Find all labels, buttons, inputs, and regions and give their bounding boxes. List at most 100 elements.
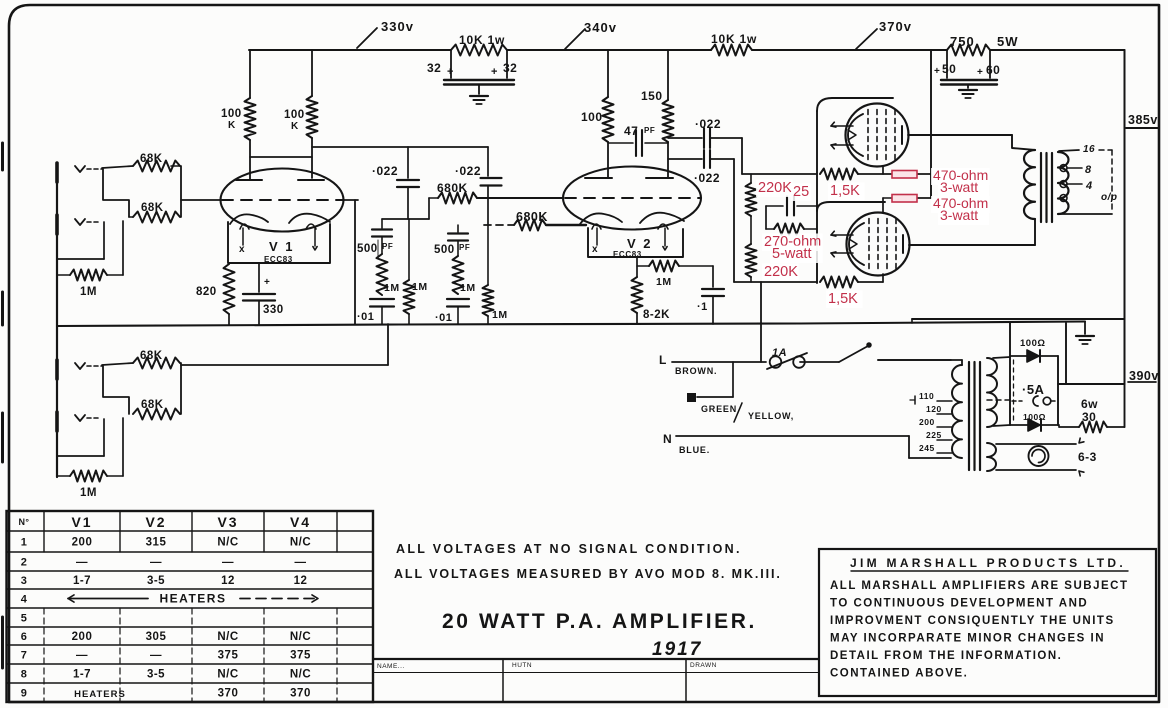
svg-text:V1: V1 bbox=[71, 514, 92, 530]
svg-text:N/C: N/C bbox=[217, 537, 238, 549]
svg-text:ALL VOLTAGES AT NO SIGNAL COND: ALL VOLTAGES AT NO SIGNAL CONDITION. bbox=[396, 542, 742, 556]
svg-text:1-7: 1-7 bbox=[73, 575, 91, 587]
svg-text:V 1: V 1 bbox=[269, 239, 295, 254]
svg-text:K: K bbox=[228, 120, 236, 131]
svg-text:N: N bbox=[663, 432, 672, 446]
svg-text:IMPROVMENT CONSIQUENTLY THE UN: IMPROVMENT CONSIQUENTLY THE UNITS bbox=[830, 615, 1115, 627]
svg-text:L: L bbox=[659, 353, 667, 367]
svg-text:5: 5 bbox=[21, 613, 28, 625]
svg-text:MAY INCORPARATE MINOR CHANGES: MAY INCORPARATE MINOR CHANGES IN bbox=[830, 633, 1105, 645]
svg-text:375: 375 bbox=[290, 650, 311, 662]
svg-text:1,5K: 1,5K bbox=[830, 183, 860, 199]
svg-text:1-7: 1-7 bbox=[73, 669, 91, 681]
svg-text:20 WATT P.A. AMPLIFIER.: 20 WATT P.A. AMPLIFIER. bbox=[442, 610, 757, 633]
svg-text:8: 8 bbox=[21, 669, 28, 681]
svg-text:60: 60 bbox=[986, 63, 1000, 77]
svg-text:—: — bbox=[222, 557, 234, 569]
svg-text:JIM MARSHALL PRODUCTS LTD.: JIM MARSHALL PRODUCTS LTD. bbox=[850, 556, 1126, 570]
svg-text:32: 32 bbox=[427, 61, 441, 75]
svg-text:500: 500 bbox=[357, 243, 378, 255]
svg-text:BROWN.: BROWN. bbox=[675, 366, 717, 376]
svg-text:5W: 5W bbox=[997, 34, 1019, 49]
svg-text:+: + bbox=[977, 67, 983, 78]
svg-text:200: 200 bbox=[919, 417, 935, 427]
svg-text:·5A: ·5A bbox=[1022, 382, 1045, 397]
svg-text:HEATERS: HEATERS bbox=[160, 592, 227, 606]
svg-text:V3: V3 bbox=[217, 514, 238, 530]
svg-text:ECC83: ECC83 bbox=[264, 255, 293, 264]
svg-text:3: 3 bbox=[21, 575, 28, 587]
svg-text:500: 500 bbox=[434, 244, 455, 256]
svg-text:32: 32 bbox=[503, 61, 517, 75]
svg-text:5-watt: 5-watt bbox=[772, 246, 812, 262]
svg-text:DRAWN: DRAWN bbox=[690, 662, 717, 669]
svg-text:—: — bbox=[76, 650, 88, 662]
svg-text:1: 1 bbox=[21, 537, 28, 549]
svg-text:1M: 1M bbox=[412, 281, 428, 293]
svg-text:K: K bbox=[291, 121, 299, 132]
svg-text:10K 1w: 10K 1w bbox=[711, 32, 757, 46]
svg-text:6: 6 bbox=[21, 631, 28, 643]
svg-text:N°: N° bbox=[18, 517, 29, 527]
svg-text:1M: 1M bbox=[492, 309, 508, 321]
svg-text:16: 16 bbox=[1083, 144, 1095, 155]
svg-text:o/p: o/p bbox=[1101, 192, 1118, 203]
svg-text:·022: ·022 bbox=[695, 117, 721, 131]
svg-text:HUTN: HUTN bbox=[512, 662, 532, 669]
svg-text:370v: 370v bbox=[879, 19, 912, 34]
svg-text:3-5: 3-5 bbox=[147, 575, 165, 587]
svg-text:x: x bbox=[592, 244, 598, 255]
svg-text:x: x bbox=[239, 244, 245, 255]
svg-text:7: 7 bbox=[21, 650, 28, 662]
svg-text:1M: 1M bbox=[80, 286, 97, 298]
svg-text:+: + bbox=[447, 66, 454, 78]
svg-text:330v: 330v bbox=[381, 19, 414, 34]
svg-text:470-ohm: 470-ohm bbox=[933, 195, 988, 211]
svg-text:68K: 68K bbox=[140, 350, 163, 362]
svg-text:8: 8 bbox=[1085, 164, 1092, 176]
svg-text:245: 245 bbox=[919, 443, 935, 453]
svg-text:385v: 385v bbox=[1128, 113, 1158, 127]
svg-text:N/C: N/C bbox=[217, 631, 238, 643]
svg-text:DETAIL FROM THE INFORMATION.: DETAIL FROM THE INFORMATION. bbox=[830, 650, 1062, 662]
svg-text:1M: 1M bbox=[80, 487, 97, 499]
svg-text:ECC83: ECC83 bbox=[613, 250, 642, 259]
svg-text:1M: 1M bbox=[460, 282, 476, 294]
svg-text:220K: 220K bbox=[764, 264, 798, 280]
svg-text:200: 200 bbox=[72, 537, 93, 549]
svg-text:PF: PF bbox=[459, 243, 470, 252]
svg-text:10K 1w: 10K 1w bbox=[459, 33, 505, 47]
svg-text:47: 47 bbox=[624, 124, 638, 138]
svg-text:1,5K: 1,5K bbox=[828, 291, 858, 307]
svg-text:100Ω: 100Ω bbox=[1023, 412, 1046, 422]
svg-text:375: 375 bbox=[218, 650, 239, 662]
svg-text:V2: V2 bbox=[145, 514, 166, 530]
svg-text:N/C: N/C bbox=[290, 537, 311, 549]
svg-text:1M: 1M bbox=[384, 282, 400, 294]
svg-text:1917: 1917 bbox=[652, 639, 702, 660]
svg-text:315: 315 bbox=[146, 537, 167, 549]
svg-text:BLUE.: BLUE. bbox=[679, 445, 710, 455]
svg-text:·01: ·01 bbox=[357, 311, 374, 323]
svg-text:NAME...: NAME... bbox=[377, 663, 405, 670]
svg-text:68K: 68K bbox=[141, 399, 164, 411]
svg-text:470-ohm: 470-ohm bbox=[933, 167, 988, 183]
svg-text:ALL VOLTAGES MEASURED BY AVO M: ALL VOLTAGES MEASURED BY AVO MOD 8. MK.I… bbox=[394, 567, 782, 581]
svg-text:—: — bbox=[295, 557, 307, 569]
svg-text:225: 225 bbox=[926, 430, 942, 440]
svg-text:820: 820 bbox=[196, 286, 217, 298]
svg-text:1M: 1M bbox=[656, 276, 672, 288]
svg-text:150: 150 bbox=[641, 89, 663, 103]
svg-text:220K: 220K bbox=[758, 180, 792, 196]
svg-text:12: 12 bbox=[221, 575, 235, 587]
svg-text:6w: 6w bbox=[1081, 397, 1098, 411]
svg-text:N/C: N/C bbox=[290, 631, 311, 643]
svg-text:6-3: 6-3 bbox=[1078, 450, 1097, 464]
svg-text:100: 100 bbox=[221, 108, 242, 120]
svg-text:—: — bbox=[150, 650, 162, 662]
svg-text:120: 120 bbox=[926, 404, 942, 414]
svg-text:—: — bbox=[150, 557, 162, 569]
svg-text:CONTAINED ABOVE.: CONTAINED ABOVE. bbox=[830, 668, 968, 680]
svg-text:HEATERS: HEATERS bbox=[74, 689, 126, 700]
svg-text:3-5: 3-5 bbox=[147, 669, 165, 681]
